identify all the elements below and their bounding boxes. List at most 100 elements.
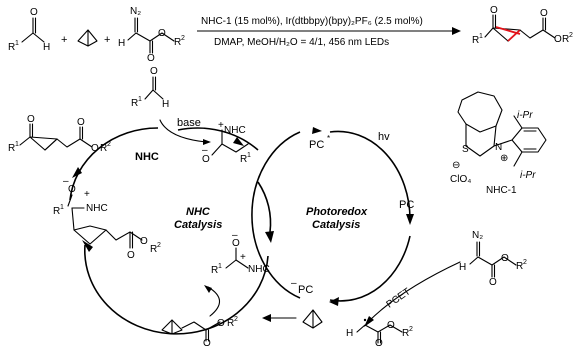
svg-text:O: O — [202, 154, 210, 165]
product-structure: O O O R 1 R 2 — [472, 5, 573, 46]
nhc-catalyst-label: NHC — [135, 151, 159, 163]
svg-text:NHC: NHC — [86, 203, 108, 214]
radical-adduct: O O R 2 — [161, 316, 238, 346]
carbon-radical: H O O R 2 — [346, 318, 413, 346]
svg-text:O: O — [77, 117, 85, 128]
svg-text:+: + — [218, 120, 224, 131]
pc-star: * — [327, 134, 330, 143]
svg-text:O: O — [232, 238, 240, 249]
diazo-substrate: N₂ H O O R 2 — [459, 230, 527, 288]
plus-sign: + — [61, 34, 67, 46]
svg-text:2: 2 — [157, 242, 161, 249]
svg-text:2: 2 — [234, 316, 238, 323]
svg-text:H: H — [459, 262, 466, 273]
svg-text:R: R — [402, 328, 409, 339]
svg-text:O: O — [501, 253, 509, 264]
svg-text:–: – — [202, 145, 208, 156]
product-r2: R — [562, 34, 569, 45]
diazo-n2: N₂ — [130, 6, 141, 17]
svg-text:1: 1 — [15, 141, 19, 148]
product-r2-sup: 2 — [569, 32, 573, 39]
svg-text:2: 2 — [523, 259, 527, 266]
catalyst-counterion: ClO₄ — [450, 174, 471, 185]
product-r1: R — [472, 35, 479, 46]
reaction-arrow — [197, 27, 461, 35]
diazo-ester-structure: N₂ H O O R 2 — [118, 6, 185, 64]
reagents-line-2: DMAP, MeOH/H₂O = 4/1, 456 nm LEDs — [214, 37, 389, 48]
photo-cycle-label-line-1: Photoredox — [306, 206, 368, 218]
svg-text:O: O — [140, 236, 148, 247]
plus-sign: + — [104, 34, 110, 46]
cycle-aldehyde: O R 1 H — [131, 66, 169, 110]
svg-text:2: 2 — [409, 326, 413, 333]
svg-text:O: O — [203, 338, 211, 346]
svg-text:NHC: NHC — [224, 125, 246, 136]
svg-text:R: R — [240, 154, 247, 165]
nhc-cycle-arc-left — [69, 127, 159, 201]
nhc-1-catalyst: S N ⊕ ⊖ ClO₄ i-Pr i-Pr NHC-1 — [450, 91, 547, 196]
pc-ground: PC — [399, 199, 414, 211]
svg-text:1: 1 — [247, 152, 251, 159]
diazo-h: H — [118, 38, 125, 49]
svg-text:O: O — [68, 184, 76, 195]
svg-text:–: – — [63, 176, 69, 187]
svg-text:O: O — [489, 277, 497, 288]
diazo-r-sup: 2 — [181, 35, 185, 42]
svg-text:R: R — [227, 318, 234, 329]
photo-cycle-arc-right — [329, 130, 411, 221]
photoredox-cycle: PC * hv PC PC – Photoredox Catalysis PCE… — [251, 127, 527, 346]
nhc-cycle-label-line-1: NHC — [186, 206, 211, 218]
reagents-line-1: NHC-1 (15 mol%), Ir(dtbbpy)(bpy)₂PF₆ (2.… — [201, 16, 423, 27]
aldehyde-r-sup: 1 — [15, 40, 19, 47]
svg-text:R: R — [150, 244, 157, 255]
svg-text:N₂: N₂ — [472, 230, 483, 241]
tetrahedral-intermediate: O – + NHC R 1 O O R 2 — [53, 176, 161, 261]
ketyl-radical-intermediate: O – + NHC R 1 — [211, 230, 270, 276]
product-r1-sup: 1 — [479, 33, 483, 40]
aldehyde-structure: O R 1 H — [8, 7, 50, 53]
photo-cycle-arc-bottom — [329, 235, 411, 302]
svg-text:1: 1 — [60, 204, 64, 211]
svg-text:R: R — [131, 98, 138, 109]
bicyclobutane-structure — [77, 29, 98, 47]
pc-excited: PC — [309, 139, 324, 151]
nhc-cycle-label-line-2: Catalysis — [174, 219, 222, 231]
svg-text:1: 1 — [138, 96, 142, 103]
nhc-cycle-arc-right — [257, 181, 272, 233]
aldehyde-o: O — [30, 7, 38, 18]
svg-text:H: H — [346, 328, 353, 339]
svg-text:2: 2 — [107, 141, 111, 148]
overall-reaction: O R 1 H + + N₂ H O O R 2 — [8, 5, 573, 64]
svg-text:R: R — [211, 265, 218, 276]
svg-text:+: + — [84, 189, 90, 200]
svg-text:R: R — [8, 143, 15, 154]
pc-reduced: PC — [298, 284, 313, 296]
svg-text:R: R — [516, 261, 523, 272]
product-ester-o: O — [540, 8, 548, 19]
hv-label: hv — [378, 131, 390, 143]
catalyst-n: N — [495, 142, 502, 153]
catalyst-ipr-top: i-Pr — [517, 110, 533, 121]
product-o: O — [490, 5, 498, 16]
svg-text:R: R — [53, 206, 60, 217]
product-ester-o2: O — [554, 34, 562, 45]
pcet-label: PCET — [385, 286, 413, 310]
diazo-r: R — [174, 37, 181, 48]
photo-cycle-arc-left — [251, 131, 301, 299]
svg-text:–: – — [291, 278, 297, 289]
svg-text:O: O — [91, 143, 99, 154]
svg-text:O: O — [27, 114, 35, 125]
svg-text:+: + — [240, 252, 246, 263]
nhc-cycle: base O R 1 H NHC + NHC O – R 1 NHC Catal… — [8, 66, 274, 346]
aldehyde-h: H — [43, 42, 50, 53]
svg-text:O: O — [375, 338, 383, 346]
catalyst-plus: ⊕ — [500, 153, 508, 164]
nhc-cycle-arc-top — [177, 127, 259, 151]
catalyst-s: S — [462, 144, 469, 155]
acyl-azolium-intermediate: + NHC O – R 1 — [202, 120, 251, 165]
bottom-bicyclobutane — [302, 309, 323, 329]
svg-text:O: O — [387, 320, 395, 331]
cycle-product: O O O R 1 R 2 — [8, 114, 111, 154]
catalyst-ipr-bottom: i-Pr — [520, 170, 536, 181]
